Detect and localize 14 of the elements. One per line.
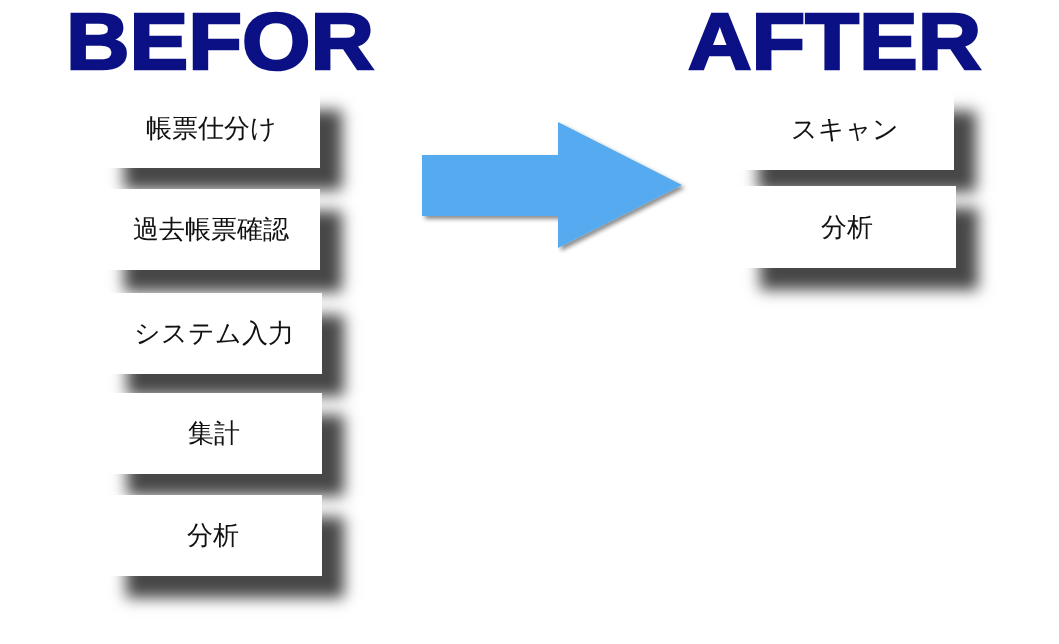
step-label: システム入力 [133,317,294,350]
section-heading: BEFOR [66,2,374,82]
section-heading: AFTER [688,2,982,82]
process-box [105,393,322,474]
step-label: スキャン [791,113,899,146]
process-box [738,186,956,268]
process-box [105,293,322,374]
step-label: 帳票仕分け [145,111,277,145]
step-label: 分析 [187,519,239,552]
process-box [102,189,320,270]
step-label: 集計 [187,417,240,450]
step-label: 分析 [821,210,873,244]
process-box [104,495,322,576]
step-label: 過去帳票確認 [133,213,289,246]
